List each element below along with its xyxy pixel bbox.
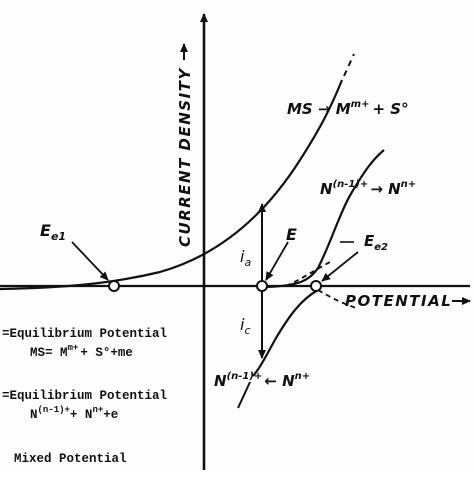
mixed-potential-point [256, 280, 268, 292]
ee1-pointer [71, 241, 109, 281]
legend-line-1: =Equilibrium Potential [2, 327, 167, 341]
ee2-pointer [321, 251, 359, 282]
legend: =Equilibrium Potential MS= Mm++ S°+me =E… [2, 327, 167, 466]
n-reaction-top-label: N(n-1)+→ Nn+ [320, 179, 416, 198]
ee2-label: Ee2 [364, 232, 388, 253]
n-anodic-curve [264, 149, 385, 289]
e-pointer [265, 241, 289, 281]
ia-label: ia [240, 247, 251, 269]
ee1-label: Ee1 [40, 221, 66, 243]
legend-line-5: Mixed Potential [14, 452, 127, 466]
x-axis-label: POTENTIAL [345, 292, 452, 310]
svg-text:N(n-1)+→ Nn+: N(n-1)+→ Nn+ [320, 179, 416, 198]
legend-line-4: N(n-1)++ Nn++e [30, 405, 118, 422]
ee2-point [310, 280, 322, 292]
ic-label: ic [240, 315, 251, 337]
n-reaction-bottom-label: N(n-1)+← Nn+ [214, 371, 310, 390]
ms-reaction-label: MS → Mm++ S° [287, 99, 409, 118]
svg-text:N(n-1)+← Nn+: N(n-1)+← Nn+ [214, 371, 310, 390]
ee1-point [108, 280, 120, 292]
e-mixed-label: E [286, 225, 297, 244]
y-axis-label: CURRENT DENSITY [176, 67, 194, 247]
ms-anodic-curve [0, 79, 344, 291]
n-cathodic-curve [252, 289, 319, 377]
ee2-dashed-branch-lower [317, 289, 357, 309]
legend-line-2: MS= Mm++ S°+me [30, 343, 133, 360]
legend-line-3: =Equilibrium Potential [2, 389, 167, 403]
svg-text:MS → Mm++ S°: MS → Mm++ S° [287, 99, 409, 118]
ee2-dashed-branch-upper [285, 261, 331, 287]
ms-curve-upper-extension [343, 53, 355, 77]
n-cathodic-extension [237, 381, 251, 409]
